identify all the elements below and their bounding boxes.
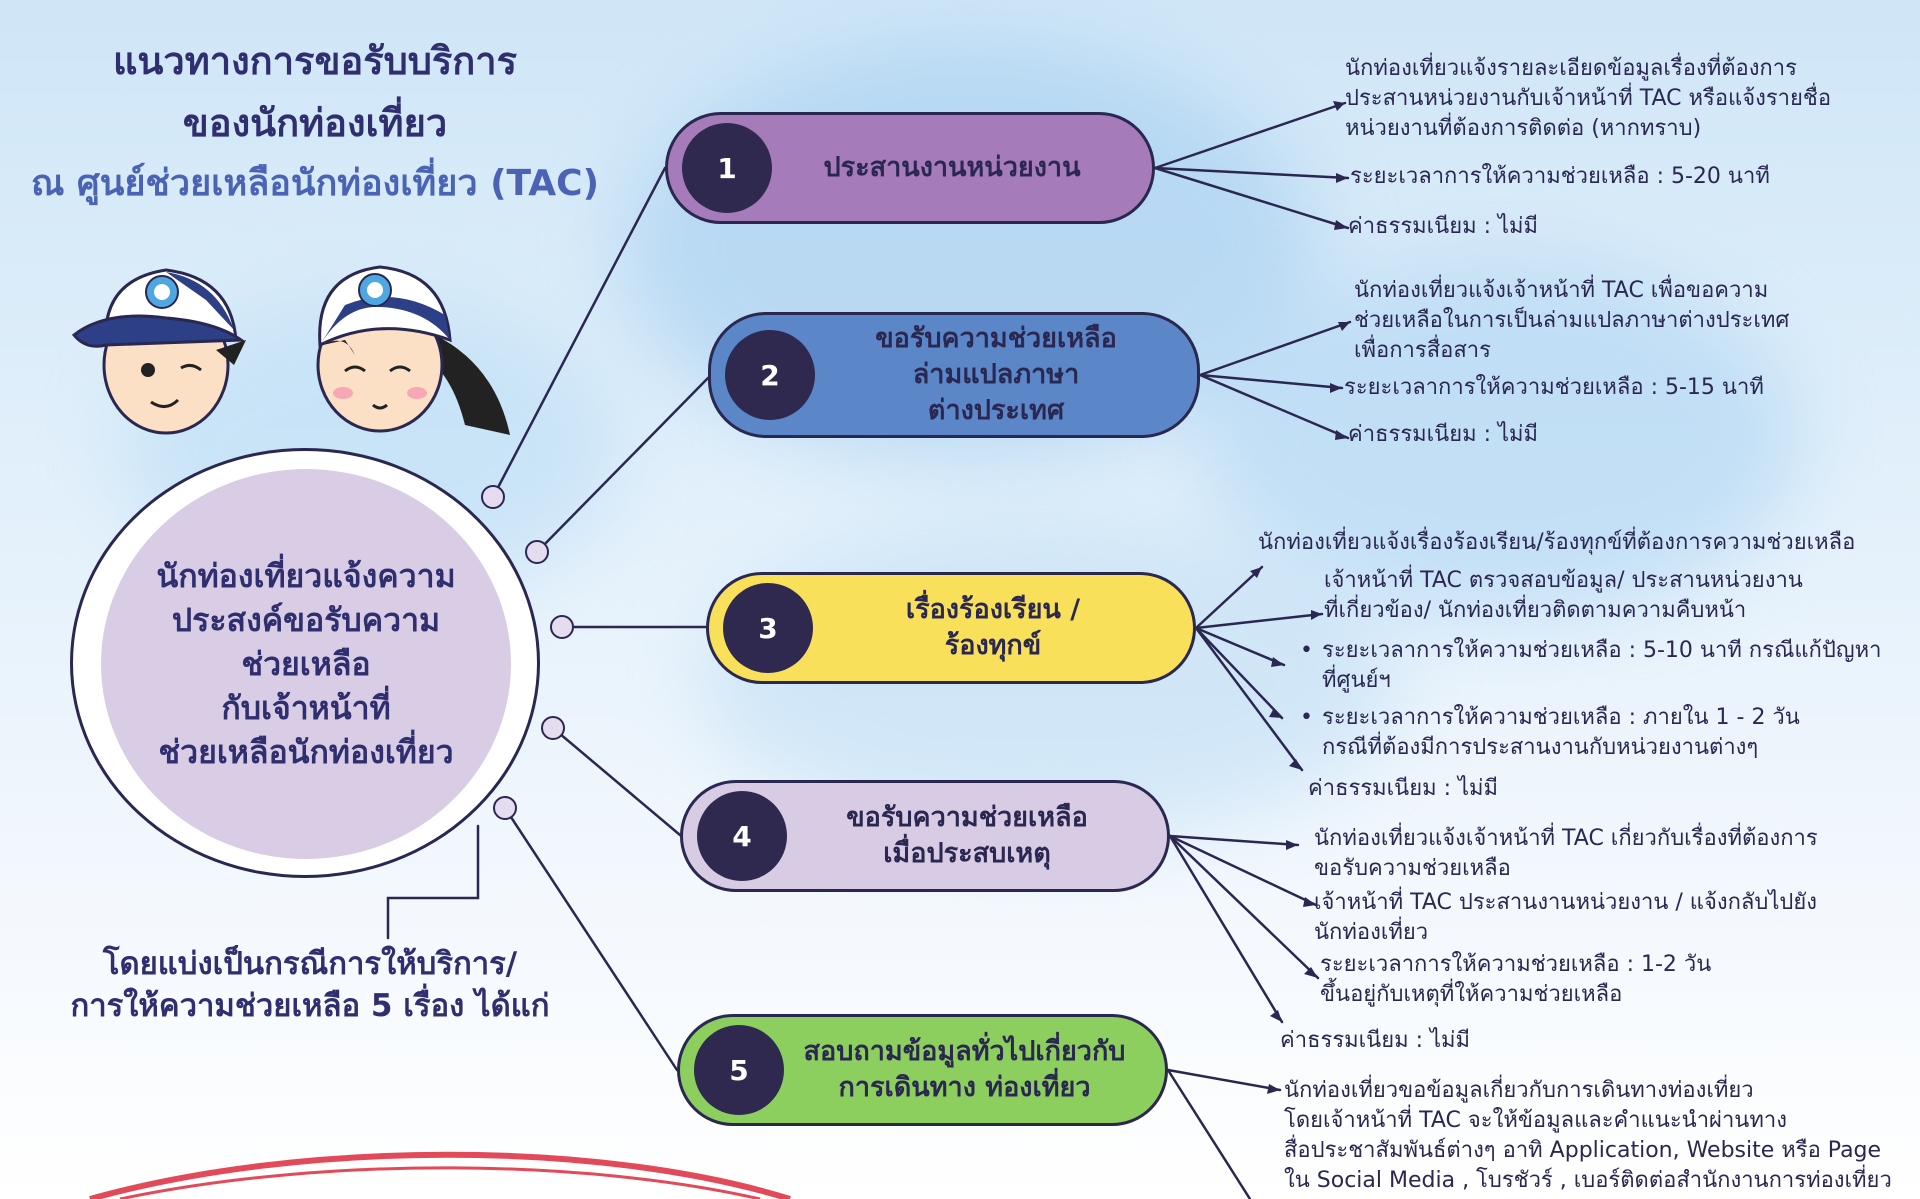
service-3-label: เรื่องร้องเรียน / ร้องทุกข์ bbox=[813, 592, 1193, 664]
service-2-detail-1: นักท่องเที่ยวแจ้งเจ้าหน้าที่ TAC เพื่อขอ… bbox=[1354, 278, 1790, 363]
hub-line: นักท่องเที่ยวแจ้งความ bbox=[156, 557, 456, 595]
service-3-label-line: เรื่องร้องเรียน / bbox=[905, 594, 1081, 625]
connector-knob bbox=[525, 540, 549, 564]
service-5-detail-1: นักท่องเที่ยวขอข้อมูลเกี่ยวกับการเดินทาง… bbox=[1284, 1078, 1892, 1193]
service-2-label-line: ขอรับความช่วยเหลือ bbox=[875, 323, 1117, 354]
service-5-label-line: สอบถามข้อมูลทั่วไปเกี่ยวกับ bbox=[803, 1036, 1126, 1067]
service-3-detail-4: •ระยะเวลาการให้ความช่วยเหลือ : ภายใน 1 -… bbox=[1300, 705, 1800, 760]
hub-connector-4 bbox=[551, 726, 682, 837]
footnote-bracket bbox=[386, 824, 480, 940]
hub-line: ช่วยเหลือนักท่องเที่ยว bbox=[158, 733, 454, 771]
service-4-detail-4: ค่าธรรมเนียม : ไม่มี bbox=[1280, 1028, 1471, 1053]
title-line-3: ณ ศูนย์ช่วยเหลือนักท่องเที่ยว (TAC) bbox=[30, 163, 600, 204]
hub-connector-2 bbox=[535, 376, 710, 554]
service-3-label-line: ร้องทุกข์ bbox=[944, 630, 1042, 661]
bullet-icon: • bbox=[1300, 638, 1313, 663]
service-1-detail-2: ระยะเวลาการให้ความช่วยเหลือ : 5-20 นาที bbox=[1350, 164, 1770, 189]
title-line-2: ของนักท่องเที่ยว bbox=[182, 101, 448, 145]
service-1-pill: 1 ประสานงานหน่วยงาน bbox=[665, 112, 1155, 224]
footnote-line-1: โดยแบ่งเป็นกรณีการให้บริการ/ bbox=[102, 946, 518, 982]
service-4-detail-1: นักท่องเที่ยวแจ้งเจ้าหน้าที่ TAC เกี่ยวก… bbox=[1314, 826, 1818, 881]
service-1-number: 1 bbox=[682, 123, 772, 213]
connector-knob bbox=[550, 615, 574, 639]
service-1-detail-3: ค่าธรรมเนียม : ไม่มี bbox=[1348, 214, 1539, 239]
central-hub-circle: นักท่องเที่ยวแจ้งความ ประสงค์ขอรับความ ช… bbox=[70, 448, 540, 878]
service-4-label: ขอรับความช่วยเหลือ เมื่อประสบเหตุ bbox=[787, 800, 1167, 872]
service-4-label-line: เมื่อประสบเหตุ bbox=[883, 838, 1051, 869]
service-4-pill: 4 ขอรับความช่วยเหลือ เมื่อประสบเหตุ bbox=[680, 780, 1170, 892]
service-3-detail-5: ค่าธรรมเนียม : ไม่มี bbox=[1308, 776, 1499, 801]
background-blob bbox=[1200, 260, 1800, 620]
service-4-detail-3: ระยะเวลาการให้ความช่วยเหลือ : 1-2 วัน ขึ… bbox=[1320, 952, 1712, 1007]
service-3-number: 3 bbox=[723, 583, 813, 673]
service-2-label-line: ต่างประเทศ bbox=[927, 395, 1065, 426]
service-4-detail-2: เจ้าหน้าที่ TAC ประสานงานหน่วยงาน / แจ้ง… bbox=[1314, 890, 1818, 945]
hub-connector-1 bbox=[491, 166, 667, 499]
hub-line: กับเจ้าหน้าที่ bbox=[221, 689, 391, 727]
hub-connector-5 bbox=[503, 806, 679, 1072]
service-2-pill: 2 ขอรับความช่วยเหลือ ล่ามแปลภาษา ต่างประ… bbox=[708, 312, 1200, 438]
service-5-number: 5 bbox=[694, 1025, 784, 1115]
service-5-label-line: การเดินทาง ท่องเที่ยว bbox=[838, 1072, 1091, 1103]
service-3-detail-1: นักท่องเที่ยวแจ้งเรื่องร้องเรียน/ร้องทุก… bbox=[1258, 530, 1856, 555]
hub-line: ประสงค์ขอรับความ bbox=[171, 601, 441, 639]
connector-knob bbox=[541, 716, 565, 740]
service-2-number: 2 bbox=[725, 330, 815, 420]
connector-knob bbox=[493, 796, 517, 820]
service-1-label-line: ประสานงานหน่วยงาน bbox=[823, 152, 1081, 183]
title-line-1: แนวทางการขอรับบริการ bbox=[112, 39, 518, 83]
service-5-pill: 5 สอบถามข้อมูลทั่วไปเกี่ยวกับ การเดินทาง… bbox=[677, 1014, 1168, 1126]
central-hub-inner: นักท่องเที่ยวแจ้งความ ประสงค์ขอรับความ ช… bbox=[101, 469, 511, 859]
service-1-label: ประสานงานหน่วยงาน bbox=[772, 150, 1152, 186]
service-2-label-line: ล่ามแปลภาษา bbox=[912, 359, 1080, 390]
service-3-detail-3: •ระยะเวลาการให้ความช่วยเหลือ : 5-10 นาที… bbox=[1300, 638, 1882, 693]
bullet-icon: • bbox=[1300, 705, 1313, 730]
service-5-label: สอบถามข้อมูลทั่วไปเกี่ยวกับ การเดินทาง ท… bbox=[784, 1034, 1165, 1106]
service-3-detail-2: เจ้าหน้าที่ TAC ตรวจสอบข้อมูล/ ประสานหน่… bbox=[1324, 568, 1803, 623]
service-4-number: 4 bbox=[697, 791, 787, 881]
connector-knob bbox=[481, 485, 505, 509]
service-2-detail-2: ระยะเวลาการให้ความช่วยเหลือ : 5-15 นาที bbox=[1344, 375, 1764, 400]
service-2-label: ขอรับความช่วยเหลือ ล่ามแปลภาษา ต่างประเท… bbox=[815, 321, 1197, 429]
bottom-red-swoosh bbox=[89, 1151, 791, 1199]
footnote-line-2: การให้ความช่วยเหลือ 5 เรื่อง ได้แก่ bbox=[70, 988, 550, 1024]
service-2-detail-3: ค่าธรรมเนียม : ไม่มี bbox=[1348, 422, 1539, 447]
service-3-pill: 3 เรื่องร้องเรียน / ร้องทุกข์ bbox=[706, 572, 1196, 684]
service-1-detail-1: นักท่องเที่ยวแจ้งรายละเอียดข้อมูลเรื่องท… bbox=[1345, 56, 1832, 141]
hub-line: ช่วยเหลือ bbox=[241, 645, 371, 683]
boy-mascot-icon bbox=[71, 268, 246, 435]
girl-mascot-icon bbox=[316, 265, 510, 435]
service-4-label-line: ขอรับความช่วยเหลือ bbox=[846, 802, 1088, 833]
